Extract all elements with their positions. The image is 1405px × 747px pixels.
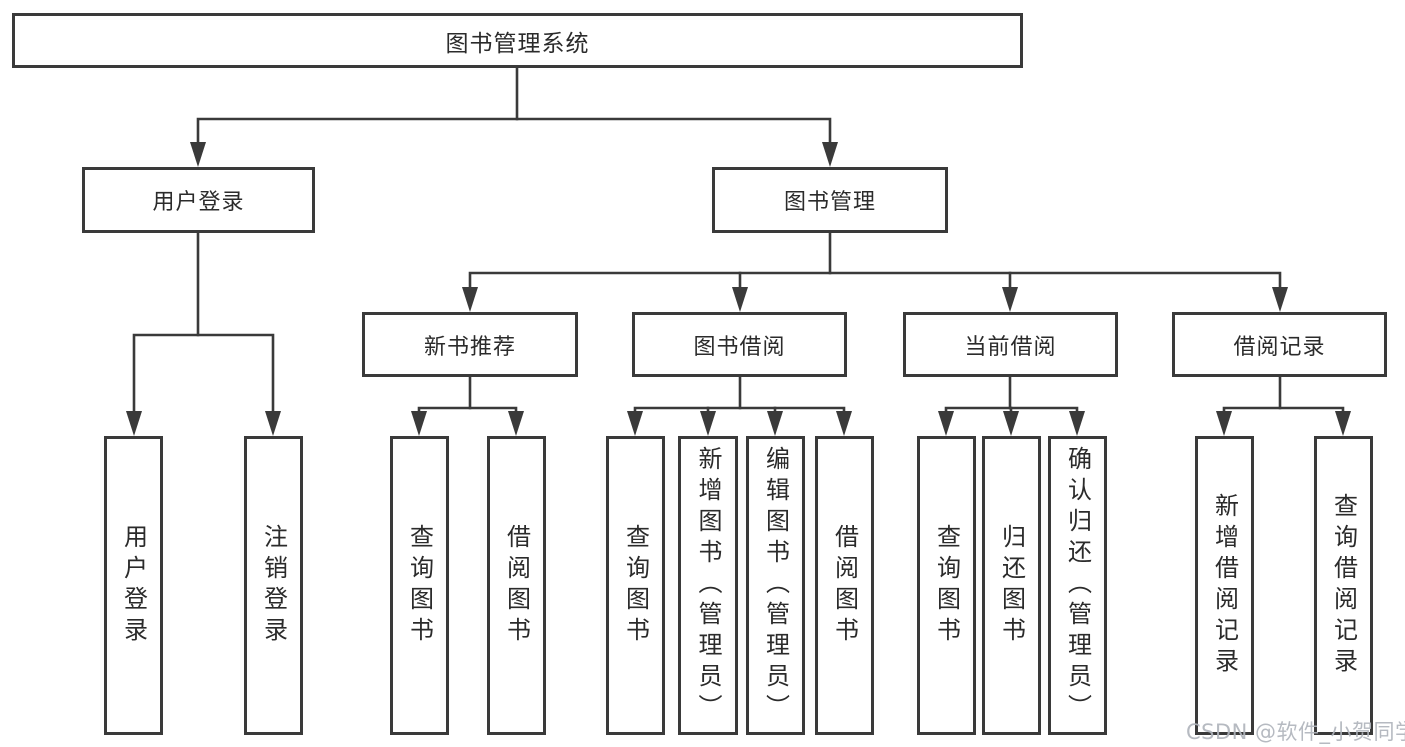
- leaf-logout: 注销登录: [244, 436, 303, 735]
- node-user-login: 用户登录: [82, 167, 315, 233]
- node-label: 借阅记录: [1233, 334, 1326, 360]
- arrowheads: [126, 142, 1351, 436]
- leaf-query-books-current: 查询图书: [917, 436, 976, 735]
- node-label: 图书借阅: [693, 334, 786, 360]
- node-label: 用户登录: [152, 190, 245, 215]
- connector-borrowing-split: [633, 406, 846, 416]
- connector-userlogin-split: [132, 333, 275, 416]
- connector-newbook-split: [417, 406, 518, 416]
- node-label: 新书推荐: [423, 334, 516, 360]
- node-library-management-system: 图书管理系统: [12, 13, 1023, 68]
- node-label: 查询图书: [621, 523, 650, 648]
- leaf-borrow-books: 借阅图书: [815, 436, 874, 735]
- node-label: 借阅图书: [830, 523, 859, 648]
- leaf-query-books-recommend: 查询图书: [390, 436, 449, 735]
- node-label: 查询图书: [932, 523, 961, 648]
- leaf-edit-book-admin: 编辑图书（管理员）: [746, 436, 805, 735]
- node-label: 图书管理: [783, 190, 876, 215]
- leaf-query-books-borrowing: 查询图书: [606, 436, 665, 735]
- node-label: 查询借阅记录: [1329, 492, 1358, 679]
- leaf-add-borrow-record: 新增借阅记录: [1195, 436, 1254, 735]
- node-book-management: 图书管理: [712, 167, 948, 233]
- connector-root-split: [196, 117, 832, 148]
- node-label: 新增借阅记录: [1210, 492, 1239, 679]
- connector-bookmgmt-split: [468, 271, 1282, 293]
- leaf-confirm-return-admin: 确认归还（管理员）: [1048, 436, 1107, 735]
- node-label: 查询图书: [405, 523, 434, 648]
- connector-records-split: [1222, 406, 1345, 416]
- node-label: 新增图书（管理员）: [694, 446, 722, 725]
- leaf-user-login: 用户登录: [104, 436, 163, 735]
- node-current-borrowing: 当前借阅: [903, 312, 1118, 377]
- node-new-book-recommendation: 新书推荐: [362, 312, 578, 377]
- node-label: 编辑图书（管理员）: [761, 446, 790, 725]
- node-label: 用户登录: [119, 523, 148, 648]
- node-borrowing-records: 借阅记录: [1172, 312, 1387, 377]
- node-label: 确认归还（管理员）: [1063, 446, 1092, 725]
- leaf-query-borrow-record: 查询借阅记录: [1314, 436, 1373, 735]
- node-book-borrowing: 图书借阅: [632, 312, 847, 377]
- node-label: 注销登录: [259, 523, 288, 648]
- csdn-watermark: CSDN @软件_小贺同学: [1186, 720, 1405, 744]
- leaf-return-books: 归还图书: [982, 436, 1041, 735]
- leaf-borrow-books-recommend: 借阅图书: [487, 436, 546, 735]
- node-label: 归还图书: [997, 523, 1026, 648]
- node-label: 借阅图书: [502, 523, 531, 648]
- leaf-add-book-admin: 新增图书（管理员）: [678, 436, 738, 735]
- node-label: 当前借阅: [964, 334, 1057, 360]
- node-label: 图书管理系统: [445, 30, 590, 57]
